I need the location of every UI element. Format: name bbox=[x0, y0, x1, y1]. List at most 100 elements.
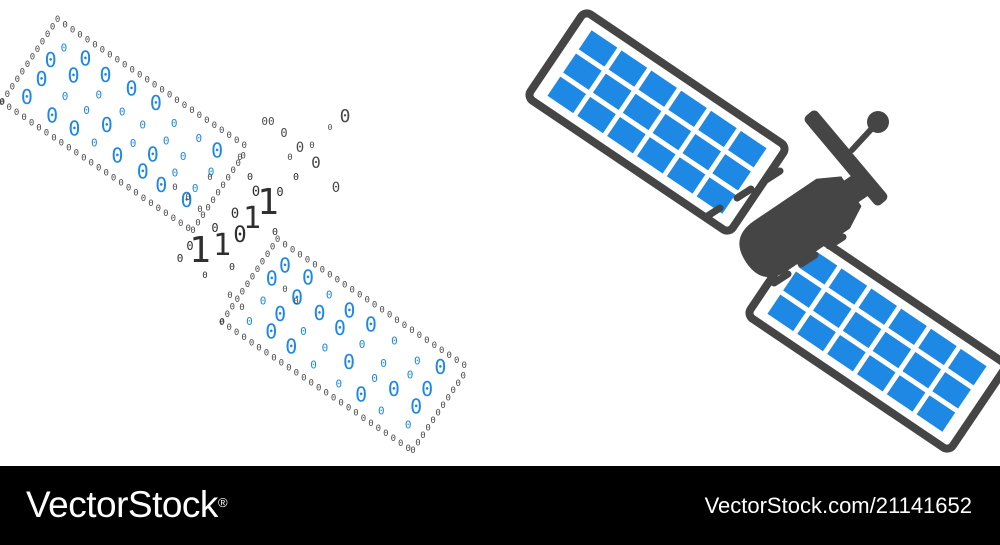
binary-digit: 0 bbox=[40, 38, 45, 48]
binary-digit: 0 bbox=[70, 25, 75, 35]
solar-cell bbox=[902, 351, 942, 389]
binary-digit: 0 bbox=[156, 204, 161, 214]
binary-digit: 0 bbox=[111, 143, 123, 167]
solar-cell bbox=[916, 395, 956, 432]
binary-digit: 0 bbox=[186, 224, 191, 234]
binary-digit: 0 bbox=[280, 126, 287, 140]
antenna-dish bbox=[804, 110, 888, 206]
lower-solar-panel bbox=[745, 227, 1000, 453]
binary-digit: 0 bbox=[265, 250, 270, 260]
binary-digit: 0 bbox=[447, 351, 452, 361]
binary-digit: 0 bbox=[461, 371, 466, 381]
binary-digit: 0 bbox=[50, 23, 55, 33]
binary-digit: 1 bbox=[213, 228, 231, 263]
binary-digit: 0 bbox=[204, 116, 209, 126]
binary-digit: 0 bbox=[402, 321, 407, 331]
binary-digit: 0 bbox=[211, 139, 223, 163]
binary-digit: 0 bbox=[323, 389, 328, 399]
binary-digit: 0 bbox=[274, 302, 286, 326]
binary-digit: 0 bbox=[417, 331, 422, 341]
binary-digit: 0 bbox=[328, 123, 333, 132]
binary-digit: 0 bbox=[406, 444, 411, 454]
binary-digit: 0 bbox=[241, 333, 246, 343]
binary-digit: 1 bbox=[189, 230, 211, 271]
binary-digit: 0 bbox=[29, 118, 34, 128]
binary-digit: 0 bbox=[230, 302, 235, 312]
binary-digit: 0 bbox=[388, 377, 400, 401]
binary-digit: 0 bbox=[174, 96, 179, 106]
binary-digit: 0 bbox=[241, 151, 246, 161]
binary-digit: 0 bbox=[14, 108, 19, 118]
binary-digit: 0 bbox=[247, 172, 253, 183]
binary-digit: 0 bbox=[264, 348, 269, 358]
binary-digit: 0 bbox=[36, 123, 41, 133]
binary-digit: 0 bbox=[287, 153, 292, 163]
binary-digit: 0 bbox=[171, 117, 178, 130]
binary-digit: 0 bbox=[122, 61, 127, 71]
binary-digit: 0 bbox=[252, 184, 260, 200]
binary-digit: 0 bbox=[163, 134, 170, 147]
binary-digit: 0 bbox=[21, 113, 26, 123]
binary-digit: 0 bbox=[197, 205, 202, 215]
solar-cells-lower bbox=[767, 248, 987, 432]
binary-digit: 0 bbox=[0, 98, 4, 108]
brand-logo: VectorStock® bbox=[26, 479, 228, 531]
binary-digit: 0 bbox=[130, 66, 135, 76]
binary-digit: 0 bbox=[68, 116, 80, 140]
binary-digit: 0 bbox=[171, 214, 176, 224]
binary-digit: 0 bbox=[225, 310, 230, 320]
binary-digit: 0 bbox=[15, 75, 20, 85]
solar-cell bbox=[888, 308, 927, 346]
binary-digit: 0 bbox=[227, 291, 232, 301]
binary-digit: 0 bbox=[309, 141, 314, 151]
binary-digit: 0 bbox=[461, 361, 466, 371]
solar-cell bbox=[592, 73, 632, 111]
binary-digit: 0 bbox=[89, 159, 94, 169]
binary-digit: 0 bbox=[270, 243, 275, 253]
solar-cell bbox=[696, 177, 736, 214]
binary-digit: 0 bbox=[185, 193, 190, 203]
solar-cell bbox=[827, 334, 866, 372]
solar-cell bbox=[797, 314, 836, 352]
binary-digit: 0 bbox=[240, 287, 245, 297]
binary-digit: 0 bbox=[96, 164, 101, 174]
binary-digit: 0 bbox=[10, 82, 15, 92]
binary-digit: 0 bbox=[111, 174, 116, 184]
binary-digit: 0 bbox=[210, 196, 215, 206]
binary-digit: 0 bbox=[55, 15, 60, 25]
binary-digit: 0 bbox=[312, 260, 317, 270]
binary-digit: 0 bbox=[91, 136, 98, 149]
binary-digit: 0 bbox=[309, 379, 314, 389]
binary-digit: 0 bbox=[311, 153, 321, 172]
binary-digit: 0 bbox=[25, 60, 30, 70]
binary-digit: 0 bbox=[272, 227, 278, 238]
solar-cell bbox=[608, 50, 648, 87]
binary-digit: 0 bbox=[150, 91, 162, 115]
binary-digit: 0 bbox=[163, 209, 168, 219]
binary-digit: 0 bbox=[250, 273, 255, 283]
upper-solar-panel bbox=[525, 9, 789, 235]
binary-digit: 0 bbox=[316, 384, 321, 394]
solar-cells-upper bbox=[547, 30, 767, 214]
binary-digit: 0 bbox=[35, 45, 40, 55]
binary-digit: 0 bbox=[346, 404, 351, 414]
binary-digit: 0 bbox=[66, 143, 71, 153]
binary-digit: 0 bbox=[335, 276, 340, 286]
solar-cell bbox=[932, 372, 971, 409]
binary-digit: 0 bbox=[220, 317, 225, 327]
solar-cell bbox=[858, 288, 898, 325]
binary-digit: 0 bbox=[133, 189, 138, 199]
solar-cell bbox=[577, 96, 616, 134]
binary-digit: 0 bbox=[300, 325, 307, 338]
binary-digit: 0 bbox=[226, 323, 231, 333]
solar-cell bbox=[578, 30, 618, 67]
binary-digit: 0 bbox=[236, 159, 241, 169]
binary-digit: 0 bbox=[276, 185, 283, 199]
binary-digit: 00 bbox=[261, 115, 274, 128]
solar-cell bbox=[872, 331, 912, 369]
binary-digit: 0 bbox=[378, 405, 385, 418]
binary-digit: 0 bbox=[297, 250, 302, 260]
binary-digit: 0 bbox=[260, 258, 265, 268]
binary-digit: 0 bbox=[6, 103, 11, 113]
solar-cell bbox=[638, 70, 678, 107]
